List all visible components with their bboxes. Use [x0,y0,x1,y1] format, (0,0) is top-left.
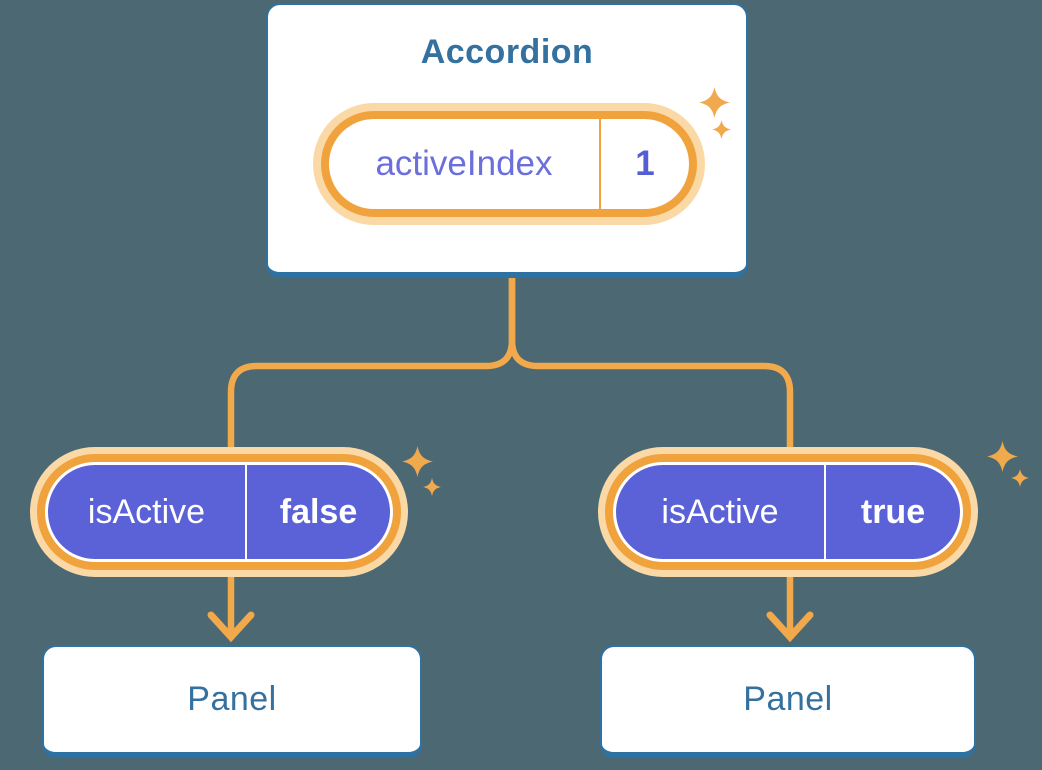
sparkle-icon [712,120,731,139]
state-pill-label: activeIndex [375,144,553,183]
panel-title: Panel [187,680,277,718]
panel-card-right: Panel [600,645,976,758]
panel-card-left: Panel [42,645,422,758]
prop-pill-value: false [279,492,358,531]
sparkle-icon [402,446,433,477]
accordion-title: Accordion [420,33,594,71]
prop-pill-isactive-true: isActive true [605,454,971,570]
sparkle-icon [987,441,1018,472]
pill-divider [599,119,601,209]
prop-pill-label: isActive [661,492,779,531]
prop-pill-label: isActive [87,492,206,531]
arrowhead-right [766,611,814,643]
pill-divider [824,465,826,559]
state-pill-activeindex: activeIndex 1 [321,111,697,217]
state-pill-value: 1 [635,144,655,183]
prop-pill-isactive-false: isActive false [37,454,401,570]
prop-pill-body: isActive false [48,465,390,559]
arrowhead-left [207,611,255,643]
sparkle-icon [1011,469,1029,487]
sparkle-icon [423,478,441,496]
prop-pill-body: isActive true [616,465,960,559]
panel-title: Panel [743,680,833,718]
branch-line-right [508,273,794,636]
sparkle-icon [699,87,730,118]
pill-divider [245,465,247,559]
prop-pill-value: true [860,492,926,531]
